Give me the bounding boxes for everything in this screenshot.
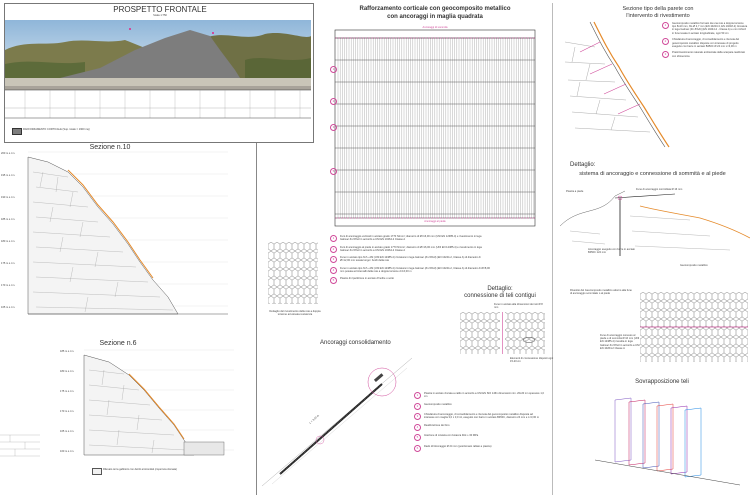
connessione-title-2: connessione di teli contigui (464, 293, 536, 299)
overlap-panel (614, 397, 632, 463)
sezione6-note-swatch (92, 468, 102, 475)
overlap-panel (684, 407, 702, 478)
prospetto-title: PROSPETTO FRONTALE (113, 5, 207, 14)
prospetto-elevation (5, 20, 311, 119)
rafforzamento-title-1: Rafforzamento corticale con geocomposito… (359, 6, 511, 12)
ancoraggio-label-4: Geocomposito metallico (680, 264, 708, 267)
sezione10-drawing (27, 151, 228, 315)
prospetto-legend-swatch (12, 128, 22, 135)
rafforzamento-top-label: Ancoraggi di sommità (422, 26, 448, 29)
connessione-clip-icon (522, 337, 536, 343)
ancoraggio-label-2: Fune di ancoraggio controllata Ø 16 mm (636, 188, 683, 191)
mesh-detail (268, 242, 318, 304)
overlap-panel (628, 399, 646, 466)
prospetto-panel (4, 3, 314, 143)
sezione6-left-fragment (0, 434, 40, 457)
grid-marker-2: 2 (330, 98, 337, 105)
ancoraggio-title-2: sistema di ancoraggio e connessione di s… (579, 171, 726, 177)
prospetto-scale: Scala 1:750 (153, 14, 167, 17)
sezione-tipo-title-1: Sezione tipo della parete con (622, 6, 694, 12)
sovrapposizione-title: Sovrapposizione teli (635, 379, 689, 385)
overlap-panel (642, 401, 660, 469)
sezione-tipo-drawing (564, 21, 670, 148)
ancoraggi-drawing (261, 357, 413, 487)
rafforzamento-net-grid (334, 29, 536, 227)
overlap-panel (670, 405, 688, 475)
ancoraggio-label-5: Rivestito del Geocomposito metallico att… (570, 289, 632, 296)
rafforzamento-title-2: con ancoraggi in maglia quadrata (387, 14, 483, 20)
connessione-label-2: Elementi di connessione disposti ogni 15… (510, 357, 554, 364)
ancoraggio-label-6: Fune di ancoraggio conesso al piede e di… (600, 334, 640, 350)
grid-marker-5: 5 (330, 168, 337, 175)
ancoraggi-title: Ancoraggi consolidamento (320, 340, 391, 346)
sovrapposizione-drawing (594, 397, 741, 486)
sezione-tipo-title-2: l'intervento di rivestimento (626, 13, 690, 19)
ancoraggio-label-3: Ancoraggio eseguito con barre in acciaio… (588, 248, 635, 255)
grid-marker-1: 1 (330, 66, 337, 73)
overlap-panel (656, 403, 674, 472)
rafforzamento-bottom-label: Ancoraggi al piede (424, 220, 446, 223)
sezione6-note: Rilevato terra gabbioni con detriti arro… (103, 468, 177, 471)
sezione10-title: Sezione n.10 (89, 144, 131, 151)
mesh-detail-caption: Dettaglio del rivestimento della rete a … (269, 310, 321, 317)
ancoraggio-label-1: Piastra a piede (566, 190, 584, 193)
connessione-title-1: Dettaglio: (487, 286, 513, 292)
connessione-label-1: Fune in acciaio alla dimensioni dei reti… (494, 303, 543, 310)
divider-right (552, 3, 553, 495)
ancoraggio-drawing (559, 190, 750, 256)
divider-left (256, 143, 257, 495)
sezione6-title: Sezione n.6 (99, 340, 137, 347)
ancoraggio-title-1: Dettaglio: (570, 162, 596, 168)
sezione6-drawing (83, 349, 234, 456)
ancoraggio-mesh-detail (640, 292, 748, 362)
prospetto-legend-label: RAFFORZAMENTO CORTICALE (Sup. totale = 1… (23, 128, 90, 131)
connessione-drawing (460, 312, 545, 354)
grid-marker-3: 3 (330, 124, 337, 131)
